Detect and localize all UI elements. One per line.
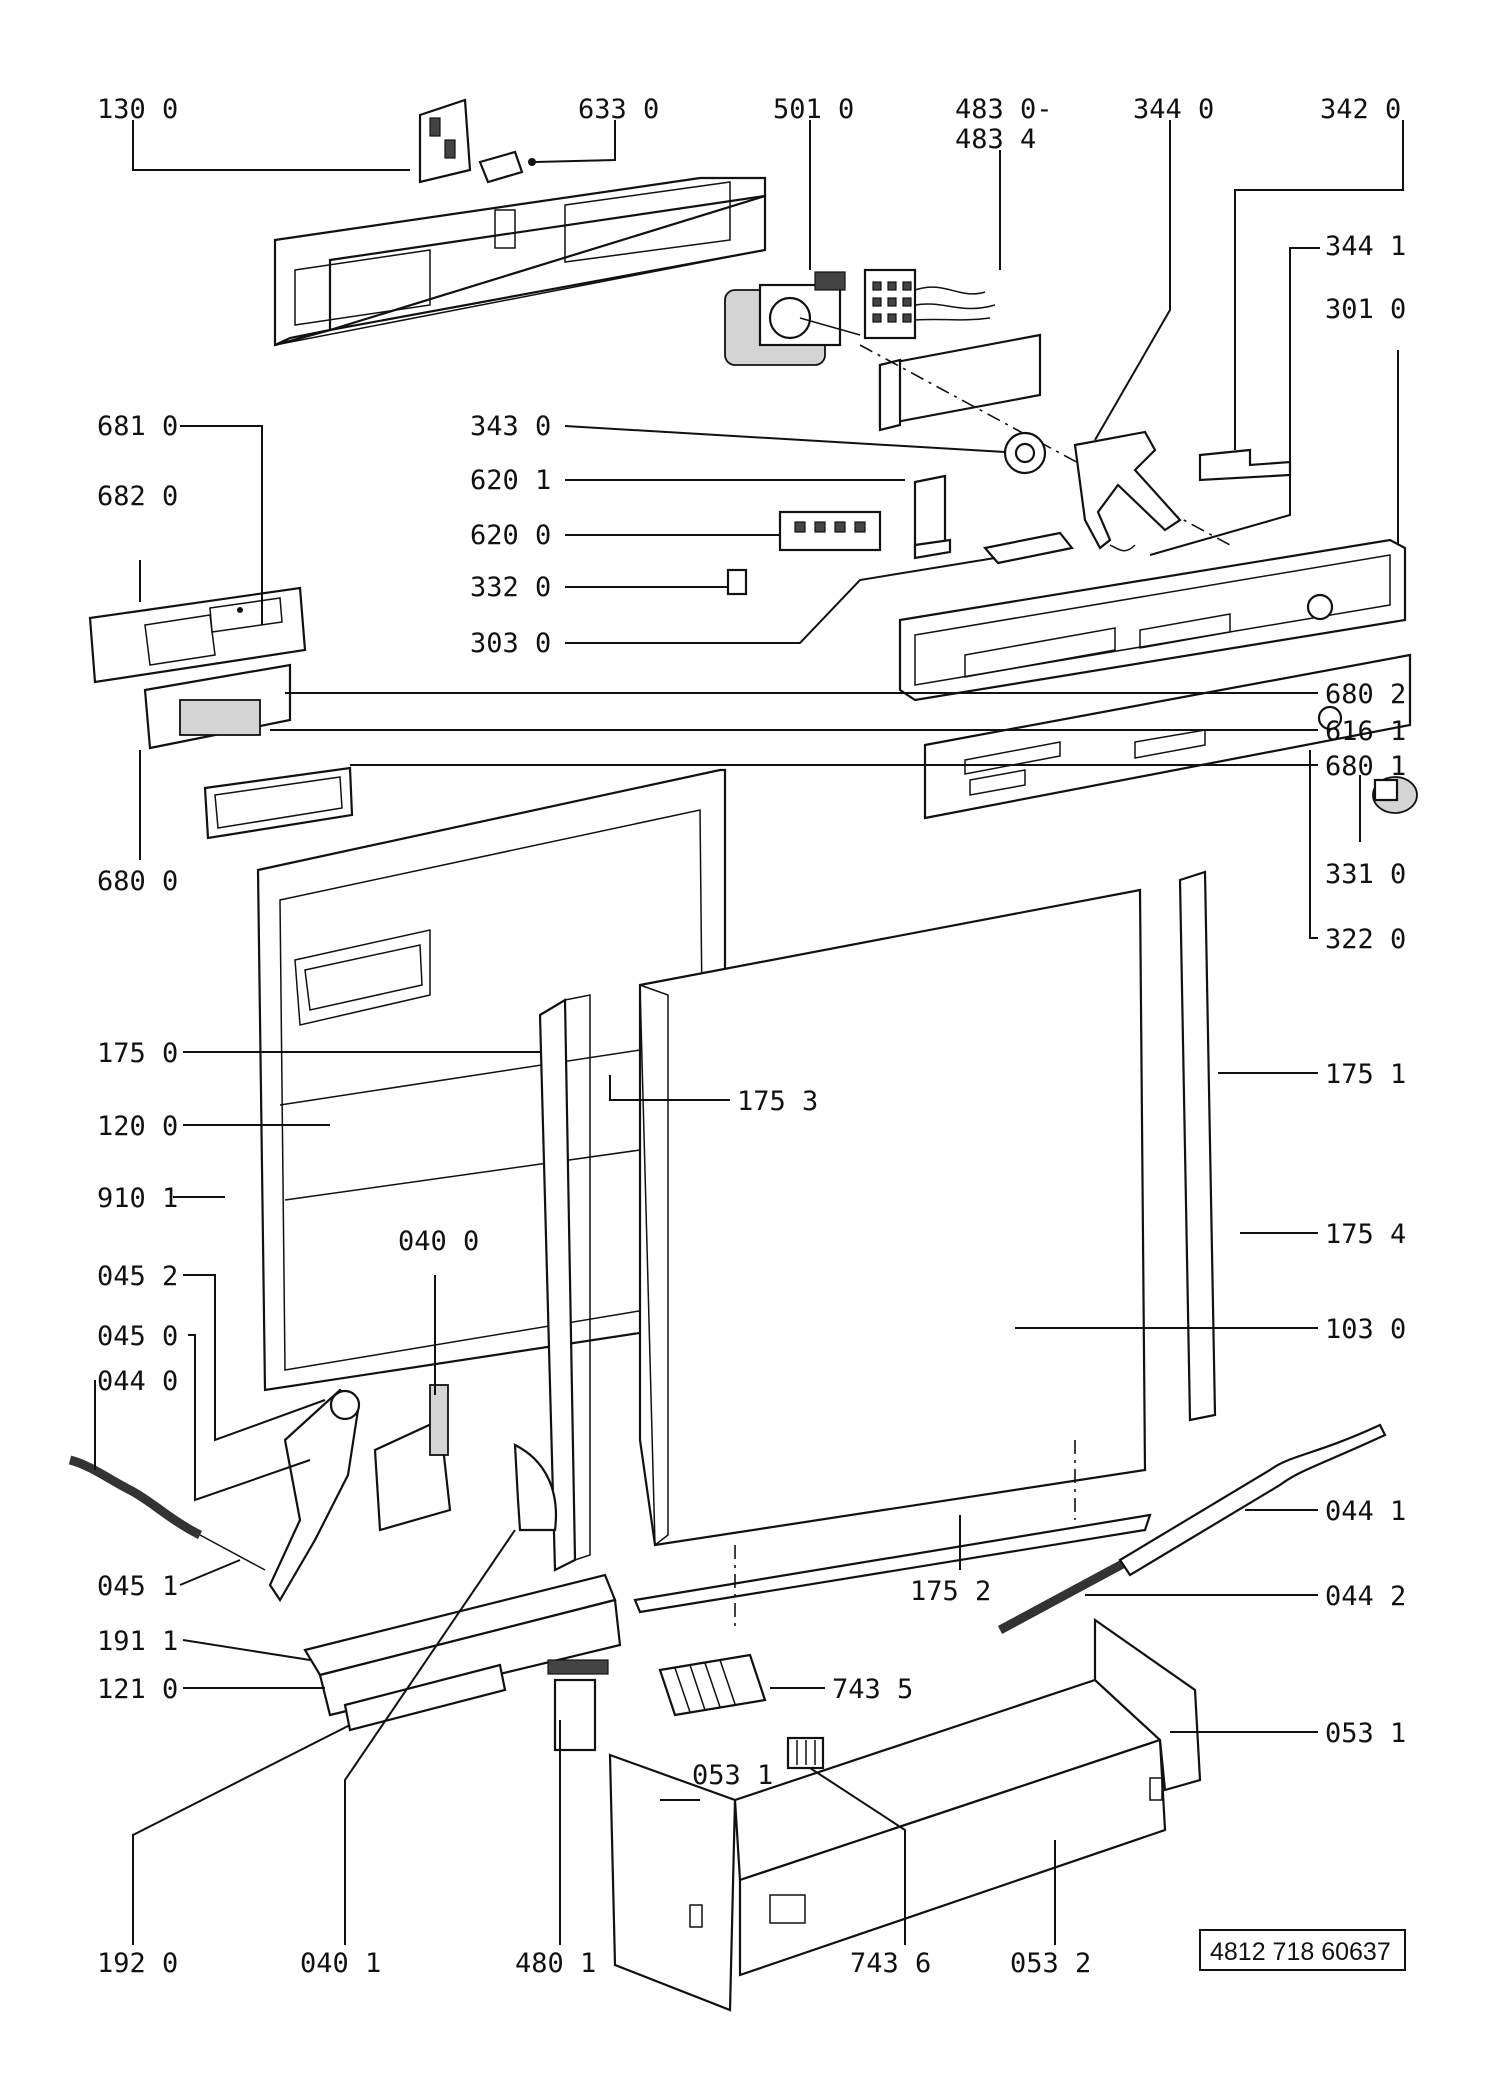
callout-label: 483 4 (955, 124, 1036, 155)
latch-part (418, 98, 472, 184)
grille-part (786, 1736, 825, 1770)
callout-label: 301 0 (1325, 294, 1406, 325)
callout-label: 620 1 (470, 465, 551, 496)
callout-label: 483 0- (955, 94, 1053, 125)
button-strip-part (982, 531, 1074, 565)
callout-label: 175 3 (737, 1086, 818, 1117)
lever-part (1073, 430, 1182, 552)
cover-piece-part (1198, 448, 1292, 482)
spring-right-part (997, 1423, 1387, 1634)
switch-support-part (913, 474, 952, 560)
gasket-part (203, 766, 354, 840)
leader-lines (94, 120, 1404, 1945)
callout-label: 044 0 (97, 1366, 178, 1397)
hinge-cover-part (513, 1443, 557, 1532)
bracket-480-part (547, 1659, 609, 1752)
callout-label: 044 2 (1325, 1581, 1406, 1612)
panel-plate-part (923, 653, 1412, 820)
document-number-box: 4812 718 60637 (1199, 1929, 1406, 1971)
callout-label: 053 1 (692, 1760, 773, 1791)
small-block-part (726, 568, 748, 596)
callout-label: 633 0 (578, 94, 659, 125)
callout-label: 501 0 (773, 94, 854, 125)
callout-label: 681 0 (97, 411, 178, 442)
callout-label: 044 1 (1325, 1496, 1406, 1527)
inner-door-part (256, 768, 727, 1392)
callout-label: 343 0 (470, 411, 551, 442)
callout-label: 053 1 (1325, 1718, 1406, 1749)
callout-label: 192 0 (97, 1948, 178, 1979)
callout-label: 040 0 (398, 1226, 479, 1257)
callout-label: 175 0 (97, 1038, 178, 1069)
top-frame-part (273, 176, 767, 347)
callout-label: 344 1 (1325, 231, 1406, 262)
callout-label: 045 0 (97, 1321, 178, 1352)
callout-label: 045 1 (97, 1571, 178, 1602)
bottom-rail-part (303, 1573, 622, 1732)
connector-part (863, 268, 996, 340)
callout-label: 322 0 (1325, 924, 1406, 955)
callout-label: 303 0 (470, 628, 551, 659)
callout-label: 331 0 (1325, 859, 1406, 890)
callout-label: 332 0 (470, 572, 551, 603)
callout-label: 040 1 (300, 1948, 381, 1979)
callout-label: 680 2 (1325, 679, 1406, 710)
hinge-arm-part (268, 1388, 361, 1603)
callout-label: 342 0 (1320, 94, 1401, 125)
knob-part (1372, 776, 1418, 814)
callout-label: 344 0 (1133, 94, 1214, 125)
timer-part (724, 271, 861, 366)
hinge-bracket-part (373, 1384, 452, 1532)
left-strip-part (538, 994, 591, 1572)
control-panel-part (898, 538, 1407, 702)
callout-label: 121 0 (97, 1674, 178, 1705)
callout-label: 616 1 (1325, 716, 1406, 747)
callout-label: 191 1 (97, 1626, 178, 1657)
callout-label: 743 5 (832, 1674, 913, 1705)
callout-label: 053 2 (1010, 1948, 1091, 1979)
callout-label: 103 0 (1325, 1314, 1406, 1345)
callout-label: 680 0 (97, 866, 178, 897)
callout-label: 120 0 (97, 1111, 178, 1142)
callout-label: 130 0 (97, 94, 178, 125)
callout-labels: 130 0 633 0 501 0 483 0- 483 4 344 0 342… (97, 94, 1406, 1979)
document-number: 4812 718 60637 (1210, 1938, 1391, 1966)
bottom-strip-part (633, 1513, 1152, 1614)
switch-block-part (778, 510, 882, 552)
callout-label: 175 1 (1325, 1059, 1406, 1090)
spring-left-part (68, 1455, 266, 1571)
callout-label: 045 2 (97, 1261, 178, 1292)
callout-label: 743 6 (850, 1948, 931, 1979)
callout-label: 620 0 (470, 520, 551, 551)
callout-label: 175 4 (1325, 1219, 1406, 1250)
callout-label: 480 1 (515, 1948, 596, 1979)
outer-door-part (638, 888, 1147, 1547)
clip-part (478, 150, 536, 184)
seal-ring-part (1003, 431, 1047, 475)
callout-label: 680 1 (1325, 751, 1406, 782)
filter-part (658, 1653, 767, 1717)
right-strip-part (1178, 870, 1217, 1422)
dispenser-part (88, 586, 307, 750)
callout-label: 910 1 (97, 1183, 178, 1214)
plinth-part (608, 1617, 1202, 2012)
callout-label: 175 2 (910, 1576, 991, 1607)
callout-label: 682 0 (97, 481, 178, 512)
